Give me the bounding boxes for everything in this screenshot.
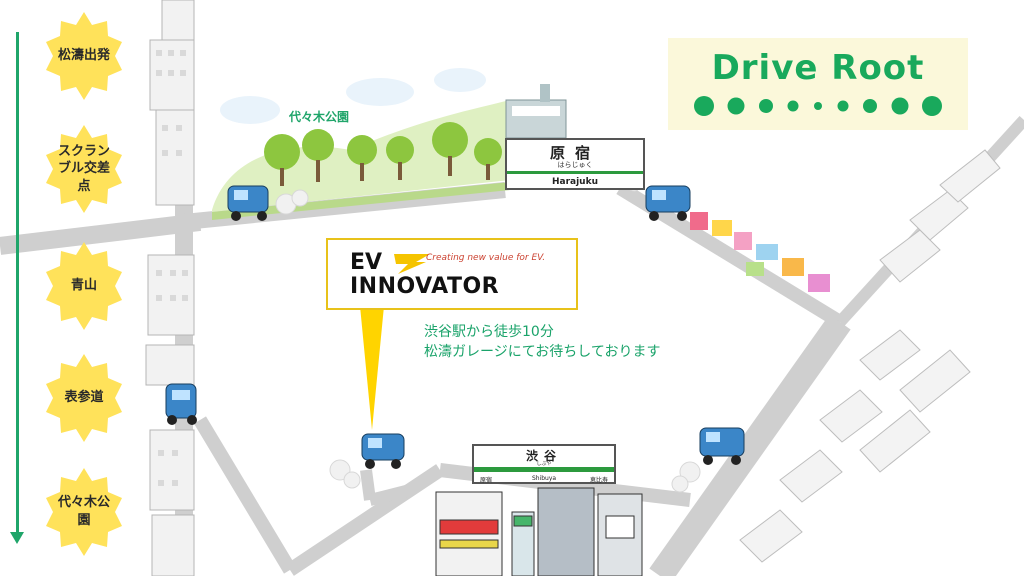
tuktuk-icon xyxy=(699,427,745,465)
station-kana: しぶや xyxy=(536,461,552,467)
route-stop-3: 青山 xyxy=(36,238,132,334)
drive-root-title: Drive Root xyxy=(711,48,925,88)
route-stop-5: 代々木公園 xyxy=(36,464,132,560)
logo-tagline: Creating new value for EV. xyxy=(426,253,546,263)
tuktuk-icon xyxy=(165,383,197,425)
shibuya-station-sign: 渋谷 しぶや 原宿 Shibuya 恵比寿 xyxy=(472,444,616,484)
logo-ev-text: EV xyxy=(350,250,383,275)
next-station: 恵比寿 xyxy=(589,477,608,484)
station-roman: 原宿 Shibuya 恵比寿 xyxy=(474,475,614,484)
route-stop-label: スクランブル交差点 xyxy=(57,143,110,194)
park-label: 代々木公園 xyxy=(289,110,350,124)
route-stop-label: 代々木公園 xyxy=(57,495,110,528)
station-roman-name: Shibuya xyxy=(531,475,557,482)
route-timeline-line xyxy=(16,32,19,532)
route-stop-1: 松濤出発 xyxy=(36,8,132,104)
drive-root-panel: Drive Root xyxy=(668,38,968,130)
logo-innovator-text: INNOVATOR xyxy=(350,274,500,299)
harajuku-building xyxy=(505,84,567,139)
walk-note-line-2: 松濤ガレージにてお待ちしております xyxy=(424,344,661,361)
lightning-bolt-icon xyxy=(394,254,430,274)
star-badge-icon xyxy=(46,354,122,442)
route-stop-label: 青山 xyxy=(70,278,97,294)
arrow-down-icon xyxy=(10,532,24,544)
route-stop-label: 表参道 xyxy=(64,390,104,406)
station-band xyxy=(474,467,614,472)
ev-innovator-logo: EV Creating new value for EV. INNOVATOR xyxy=(326,238,578,310)
station-name: 原宿 xyxy=(549,144,600,162)
star-badge-icon xyxy=(46,242,122,330)
yoyogi-park xyxy=(212,68,510,220)
walking-directions-note: 渋谷駅から徒歩10分 松濤ガレージにてお待ちしております xyxy=(424,322,660,363)
station-kana: はらじゅく xyxy=(557,161,593,169)
walk-note-line-1: 渋谷駅から徒歩10分 xyxy=(424,324,554,340)
tuktuk-icon xyxy=(361,433,405,469)
harajuku-station-sign: 原宿 はらじゅく Harajuku xyxy=(505,138,645,190)
buildings-left xyxy=(145,0,195,576)
star-badge-icon xyxy=(46,125,122,213)
shibuya-buildings xyxy=(435,487,643,576)
route-stop-2: スクランブル交差点 xyxy=(36,121,132,217)
route-stop-label: 松濤出発 xyxy=(57,48,110,64)
smoke-puffs xyxy=(275,176,701,493)
tuktuk-icon xyxy=(227,185,269,221)
star-badge-icon xyxy=(46,12,122,100)
logo-pointer xyxy=(360,306,384,430)
buildings-right xyxy=(739,149,1001,563)
harajuku-shops xyxy=(690,212,830,292)
prev-station: 原宿 xyxy=(480,477,493,484)
star-badge-icon xyxy=(46,468,122,556)
station-name: 渋谷 xyxy=(525,449,562,463)
station-band xyxy=(507,171,643,188)
route-dots-decoration xyxy=(694,96,942,116)
building-windows xyxy=(156,50,188,486)
tuktuk-icon xyxy=(645,185,691,221)
station-roman: Harajuku xyxy=(551,177,598,187)
route-stop-4: 表参道 xyxy=(36,350,132,446)
